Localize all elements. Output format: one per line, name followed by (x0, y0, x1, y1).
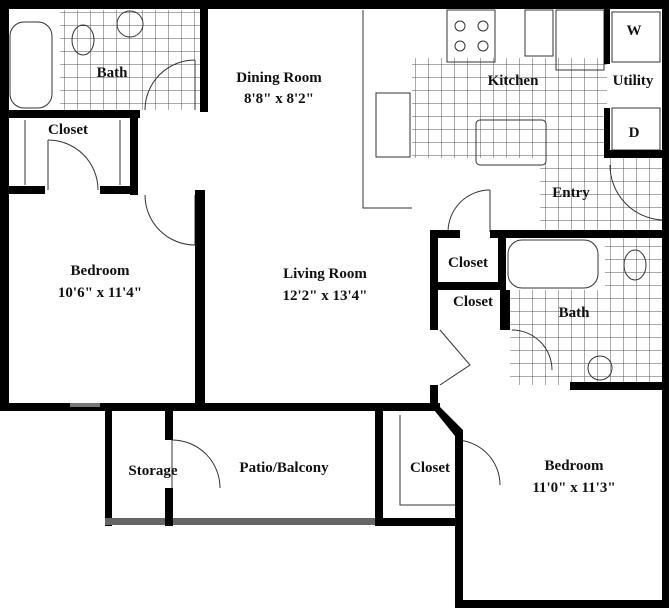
tile-floors (60, 10, 662, 385)
label-closet: Closet (48, 122, 88, 138)
sink-icon (587, 355, 613, 381)
door-swings (47, 59, 663, 506)
label-kitchen: Kitchen (488, 73, 539, 89)
label-entry: Entry (552, 185, 590, 201)
label-living-room: Living Room (283, 266, 367, 282)
label-closet: Closet (410, 460, 450, 476)
kitchen-sink-icon (375, 92, 411, 158)
label-dryer: D (629, 125, 640, 141)
stove-icon (446, 9, 496, 63)
label-closet: Closet (453, 294, 493, 310)
label-bedroom: Bedroom (71, 263, 130, 279)
washer-box (611, 11, 661, 63)
label-living-room-size: 12'2" x 13'4" (283, 288, 368, 304)
bathtub-icon (9, 21, 53, 109)
label-storage: Storage (128, 463, 177, 479)
label-closet: Closet (448, 255, 488, 271)
label-bedroom: Bedroom (545, 458, 604, 474)
sink-icon (116, 10, 144, 38)
label-patio-balcony: Patio/Balcony (239, 460, 329, 476)
label-bath: Bath (97, 65, 129, 81)
label-bedroom-size: 11'0" x 11'3" (532, 480, 615, 496)
label-bath: Bath (559, 305, 591, 321)
label-dining-room-size: 8'8" x 8'2" (244, 91, 314, 107)
label-bedroom-size: 10'6" x 11'4" (58, 285, 142, 301)
label-dining-room: Dining Room (236, 70, 322, 86)
label-utility: Utility (613, 73, 654, 89)
toilet-icon (71, 24, 95, 56)
label-washer: W (627, 23, 642, 39)
bathtub-icon (507, 239, 599, 289)
kitchen-island (475, 119, 547, 166)
toilet-icon (623, 249, 647, 281)
